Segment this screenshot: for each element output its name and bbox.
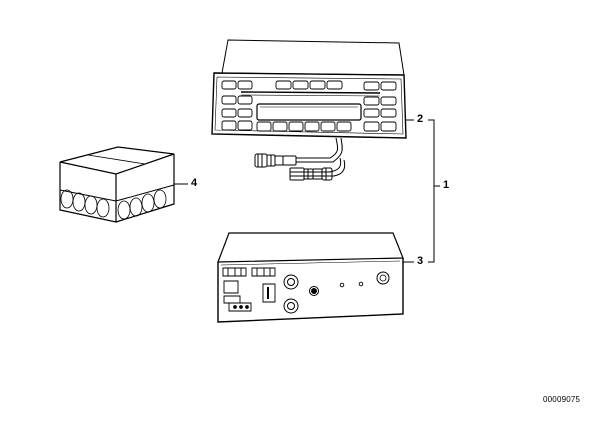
radio-mid-buttons — [222, 96, 396, 105]
radio-bottom-buttons — [222, 121, 396, 131]
callout-2: 2 — [417, 113, 424, 125]
document-number: 00009075 — [543, 395, 581, 404]
cassette-slot — [241, 92, 380, 93]
bracket-1 — [428, 120, 434, 262]
packaging-box — [60, 147, 174, 222]
amplifier-knob — [310, 287, 319, 296]
amplifier-connector-panel — [223, 268, 275, 311]
callout-leaders — [174, 120, 440, 262]
callout-3: 3 — [417, 255, 424, 267]
cable-harness — [255, 138, 345, 180]
radio-head-unit — [212, 40, 406, 138]
connector-left — [255, 154, 296, 167]
callout-1: 1 — [443, 179, 450, 191]
amplifier-unit — [218, 233, 403, 322]
radio-faceplate — [212, 73, 406, 138]
callout-4: 4 — [191, 177, 198, 189]
packaging-foam — [61, 190, 166, 219]
amplifier-top — [218, 233, 403, 262]
amplifier-jack — [377, 272, 389, 284]
radio-display — [257, 104, 361, 120]
radio-housing-top — [222, 40, 404, 75]
radio-top-buttons — [222, 81, 396, 90]
din-sockets — [284, 275, 298, 313]
connector-right — [290, 168, 332, 180]
